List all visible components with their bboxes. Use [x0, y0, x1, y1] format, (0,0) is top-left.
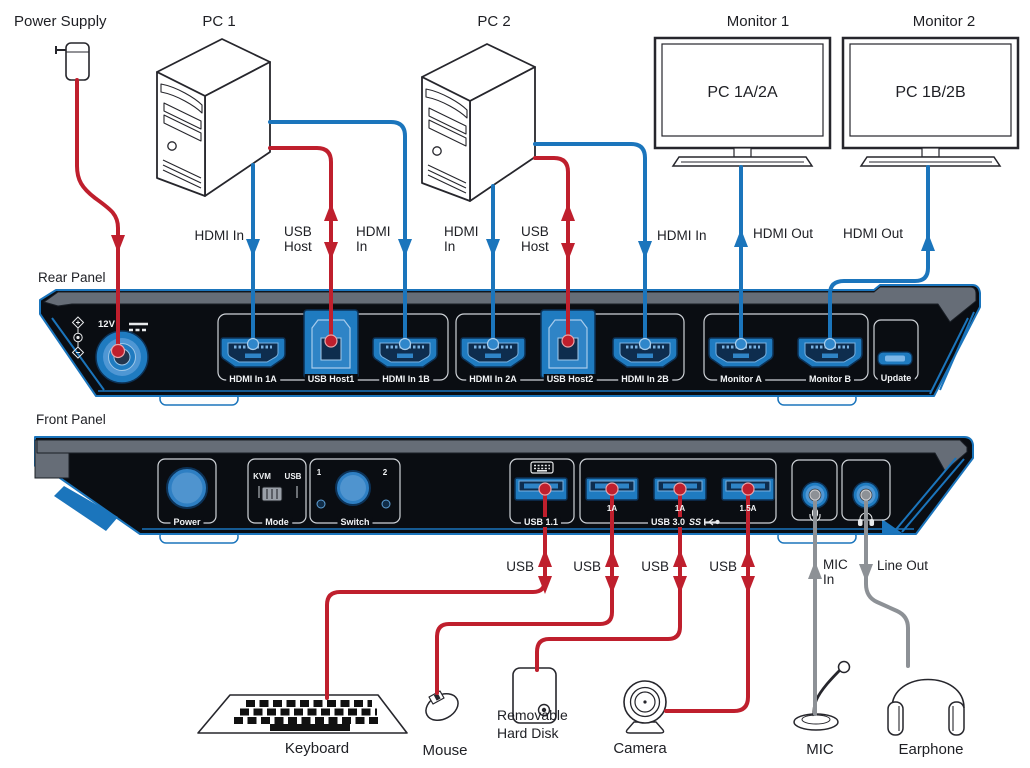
pc2-label: PC 2: [477, 13, 511, 30]
usb30-ss-label: SS: [685, 517, 705, 527]
hdmi-in-1b-label: HDMI In 1B: [379, 374, 433, 384]
keyboard-icon: [197, 694, 408, 734]
monitor-a-label: Monitor A: [717, 374, 765, 384]
mode-kvm-label: KVM: [253, 472, 271, 481]
monitor1-label: Monitor 1: [726, 13, 790, 30]
monitor2-screen-text: PC 1B/2B: [895, 84, 966, 101]
pc1-hdmi-a-label: HDMI In: [194, 228, 244, 243]
cable-power: [75, 78, 120, 353]
switch-1-label: 1: [316, 468, 322, 477]
power-supply-label: Power Supply: [14, 13, 107, 30]
dc-power-jack: [95, 330, 149, 384]
monitor1-icon: [653, 36, 832, 168]
mic-label: MIC: [806, 741, 834, 758]
cable-pc1-usb: [268, 146, 333, 343]
rear-panel-label: Rear Panel: [38, 270, 106, 285]
usb30-current-3: 1.5A: [739, 504, 757, 513]
mic-in-label: MIC In: [823, 557, 848, 588]
usb30-current-2: 1A: [674, 504, 686, 513]
usb-label-4: USB: [709, 559, 737, 574]
cable-pc2-usb: [533, 156, 570, 343]
usb-label-2: USB: [573, 559, 601, 574]
cable-hdd: [535, 487, 682, 672]
pc2-icon: [421, 43, 536, 202]
power-label: Power: [170, 517, 204, 527]
mouse-label: Mouse: [422, 742, 468, 759]
connector-dots: [110, 334, 872, 501]
line-out-label: Line Out: [877, 558, 929, 573]
switch-label: Switch: [337, 517, 373, 527]
cable-mouse: [435, 487, 614, 695]
usb-host1-label: USB Host1: [304, 374, 358, 384]
mode-usb-label: USB: [284, 472, 302, 481]
camera-label: Camera: [613, 740, 667, 757]
cable-pc1-hdmi-b: [268, 120, 407, 346]
cable-monitor2: [828, 165, 930, 346]
usb11-label: USB 1.1: [520, 517, 562, 527]
led-1: [316, 499, 326, 509]
mode-label: Mode: [262, 517, 292, 527]
12v-label: 12V: [98, 319, 115, 330]
cable-camera: [664, 487, 750, 713]
pc2-hdmi-b-label: HDMI In: [657, 228, 707, 243]
hdmi-in-1a-label: HDMI In 1A: [226, 374, 280, 384]
monitor2-icon: [841, 36, 1020, 168]
front-panel-label: Front Panel: [36, 412, 106, 427]
removable-hdd-label: Removable Hard Disk: [497, 707, 568, 741]
update-label: Update: [877, 373, 915, 383]
earphone-label: Earphone: [898, 741, 964, 758]
pc1-usb-label: USB Host: [284, 224, 312, 255]
usb-label-1: USB: [506, 559, 534, 574]
cable-lineout: [864, 493, 910, 668]
monitor2-out-label: HDMI Out: [843, 226, 904, 241]
removable-hard-disk-icon: [512, 667, 557, 724]
mouse-icon: [425, 690, 459, 722]
power-button: [166, 467, 208, 509]
keyboard-label: Keyboard: [284, 740, 350, 757]
hdmi-in-2a-label: HDMI In 2A: [466, 374, 520, 384]
pc1-label: PC 1: [202, 13, 236, 30]
usb-label-3: USB: [641, 559, 669, 574]
usb30-label: USB 3.0: [647, 517, 689, 527]
pc2-hdmi-a-label: HDMI In: [444, 224, 479, 255]
switch-2-label: 2: [382, 468, 388, 477]
pc2-usb-label: USB Host: [521, 224, 549, 255]
monitor1-screen-text: PC 1A/2A: [707, 84, 778, 101]
cable-pc2-hdmi-b: [533, 142, 647, 346]
usb-host2-label: USB Host2: [543, 374, 597, 384]
front-panel: [34, 436, 974, 544]
polarity-icon: [71, 316, 85, 359]
pc1-hdmi-b-label: HDMI In: [356, 224, 391, 255]
camera-icon: [623, 680, 667, 734]
monitor-b-label: Monitor B: [806, 374, 854, 384]
monitor2-label: Monitor 2: [912, 13, 976, 30]
mode-slider: [258, 486, 298, 502]
rear-group3-box: [703, 313, 869, 381]
usb30-current-1: 1A: [606, 504, 618, 513]
dc-symbol-icon: [129, 322, 148, 332]
update-port: [877, 351, 913, 366]
hdmi-in-2b-label: HDMI In 2B: [618, 374, 672, 384]
led-2: [381, 499, 391, 509]
rear-panel: [39, 284, 981, 406]
power-supply-icon: [55, 42, 90, 81]
switch-button: [316, 470, 391, 509]
earphone-icon: [887, 678, 965, 736]
mic-device-icon: [793, 660, 851, 731]
monitor1-out-label: HDMI Out: [753, 226, 814, 241]
keyboard-port-icon: [530, 461, 554, 474]
